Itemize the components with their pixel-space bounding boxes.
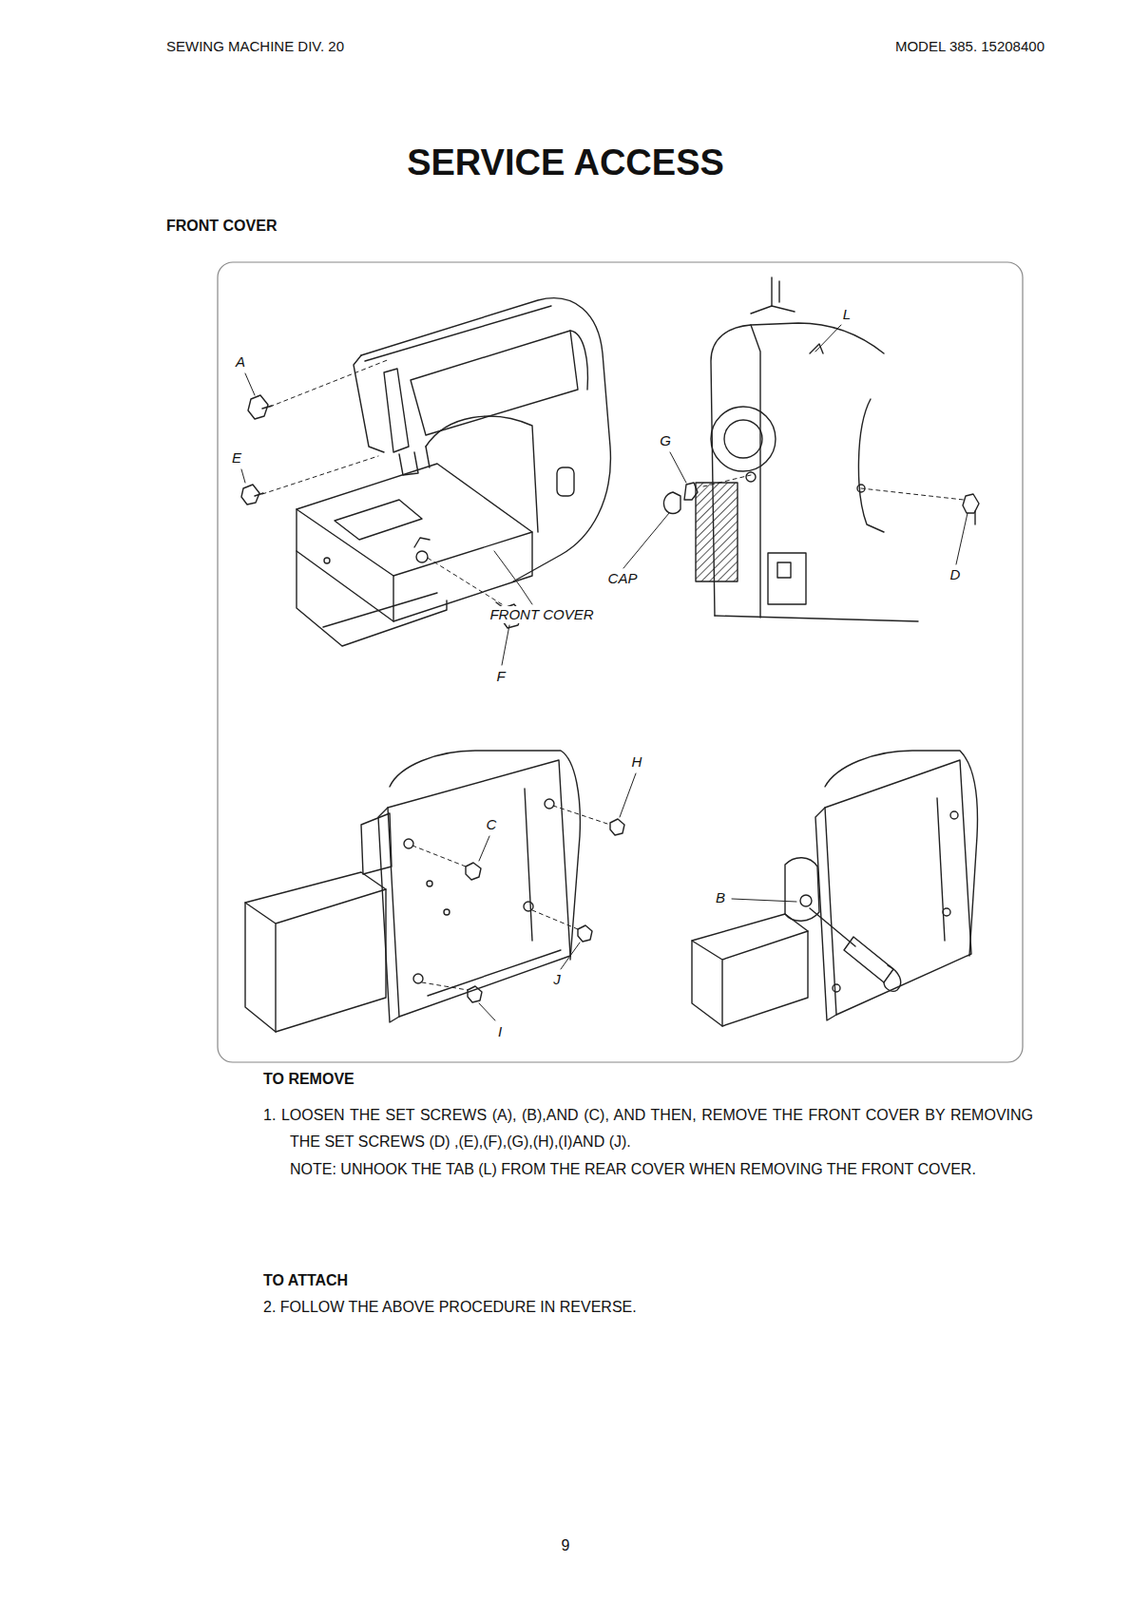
screw-paths xyxy=(262,359,964,605)
callout-letter: H xyxy=(630,753,645,771)
callout-letter: A xyxy=(233,353,248,371)
note-text: NOTE: UNHOOK THE TAB (L) FROM THE REAR C… xyxy=(289,1156,1034,1184)
leader-lines xyxy=(241,325,968,1021)
figure-frame xyxy=(217,262,1023,1063)
section-heading: FRONT COVER xyxy=(166,216,277,235)
machine-end-view xyxy=(695,277,919,622)
set-screws-front xyxy=(241,395,522,629)
set-screws-underside xyxy=(465,819,625,1003)
callout-letter: F xyxy=(494,668,507,686)
instruction-text: 1. LOOSEN THE SET SCREWS (A), (B),AND (C… xyxy=(263,1102,1034,1156)
machine-underside-right xyxy=(691,750,978,1027)
page-title: SERVICE ACCESS xyxy=(406,141,725,186)
step-heading: TO REMOVE xyxy=(263,1070,355,1089)
callout-letter: E xyxy=(230,449,244,467)
callout-letter: L xyxy=(841,306,853,324)
callout-letter: D xyxy=(948,566,963,584)
callout-letter: I xyxy=(496,1023,504,1041)
callout-letter: B xyxy=(713,889,728,907)
callout-letter: C xyxy=(484,816,499,834)
page-number: 9 xyxy=(561,1536,571,1555)
set-screws-side xyxy=(663,482,979,525)
part-name: CAP xyxy=(606,570,640,588)
machine-front-view xyxy=(296,298,611,647)
step-heading: TO ATTACH xyxy=(263,1271,348,1290)
callout-letter: G xyxy=(657,432,673,450)
instruction-text: 2. FOLLOW THE ABOVE PROCEDURE IN REVERSE… xyxy=(263,1298,637,1317)
model-number: MODEL 385. 15208400 xyxy=(895,38,1045,56)
header-text: SEWING MACHINE DIV. 20 xyxy=(166,38,345,56)
screw-paths-underside xyxy=(412,805,611,991)
part-name: FRONT COVER xyxy=(487,606,595,624)
machine-underside-left xyxy=(245,750,580,1033)
callout-letter: J xyxy=(551,971,563,989)
